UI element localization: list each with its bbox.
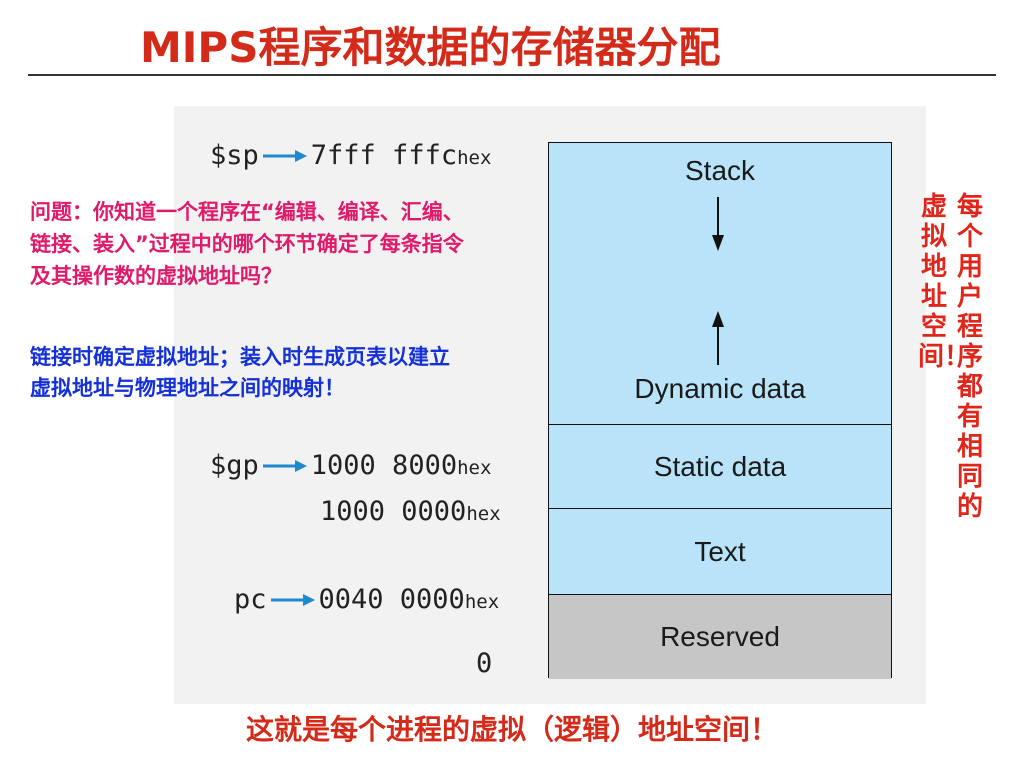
gp-register-label: $gp bbox=[210, 450, 259, 481]
gp-address-value: 1000 8000 bbox=[310, 450, 458, 481]
pc-pointer-arrow-icon bbox=[270, 594, 315, 606]
memory-layout-box: Stack Dynamic data Static data Text Rese… bbox=[548, 142, 892, 679]
text-start-address-suffix: hex bbox=[466, 503, 501, 525]
sp-address-suffix: hex bbox=[457, 147, 492, 169]
question-text: 问题：你知道一个程序在“编辑、编译、汇编、链接、装入”过程中的哪个环节确定了每条… bbox=[30, 200, 464, 288]
title-divider bbox=[28, 74, 996, 76]
gp-address-suffix: hex bbox=[457, 457, 492, 479]
bottom-note: 这就是每个进程的虚拟（逻辑）地址空间！ bbox=[245, 713, 778, 746]
pc-register-label: pc bbox=[234, 584, 267, 615]
reserved-label: Reserved bbox=[660, 621, 780, 652]
stack-grow-down-arrow-icon bbox=[712, 197, 724, 251]
text-label: Text bbox=[694, 535, 746, 567]
zero-address-value: 0 bbox=[476, 648, 493, 679]
pc-address-value: 0040 0000 bbox=[318, 584, 465, 615]
sp-register-label: $sp bbox=[210, 140, 259, 171]
sp-pointer-arrow-icon bbox=[262, 150, 307, 162]
text-region: Text bbox=[549, 509, 891, 595]
slide-title: MIPS程序和数据的存储器分配 bbox=[140, 23, 721, 72]
static-data-region: Static data bbox=[549, 425, 891, 509]
dynamic-data-label: Dynamic data bbox=[634, 373, 806, 404]
gp-pointer-arrow-icon bbox=[262, 460, 307, 472]
pc-address-suffix: hex bbox=[464, 591, 500, 613]
stack-dynamic-region: Stack Dynamic data bbox=[549, 143, 891, 425]
reserved-region: Reserved bbox=[549, 595, 891, 679]
sp-address-value: 7fff fffc bbox=[310, 140, 458, 171]
heap-grow-up-arrow-icon bbox=[712, 311, 724, 365]
text-start-address-value: 1000 0000 bbox=[320, 496, 467, 527]
zero-address: 0 bbox=[476, 648, 492, 679]
side-note-column-1: 每个用户程序都有相同的 bbox=[956, 192, 983, 522]
side-note-column-2: 虚拟地址空间！ bbox=[918, 192, 971, 372]
stack-label: Stack bbox=[684, 155, 756, 186]
static-data-label: Static data bbox=[653, 450, 787, 482]
answer-text: 链接时确定虚拟地址；装入时生成页表以建立虚拟地址与物理地址之间的映射！ bbox=[30, 345, 450, 400]
